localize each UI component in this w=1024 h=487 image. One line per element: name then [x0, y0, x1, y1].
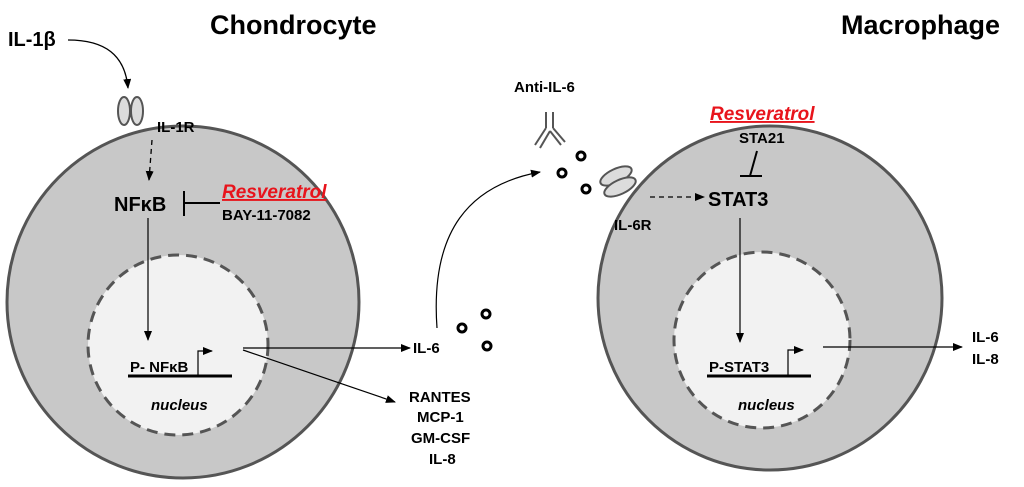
il8-label: IL-8	[429, 451, 456, 468]
nfkb-promoter-arrow	[197, 347, 213, 376]
resveratrol-left-label: Resveratrol	[222, 182, 327, 203]
il6-molecules-icon	[456, 308, 493, 352]
bay-label: BAY-11-7082	[222, 207, 311, 224]
nfkb-label: NFκB	[114, 194, 166, 216]
stat3-promoter-arrow	[787, 346, 804, 376]
nucleus-left-label: nucleus	[151, 397, 208, 414]
stat3-label: STAT3	[708, 189, 768, 211]
nucleus-right-label: nucleus	[738, 397, 795, 414]
il1r-to-nfkb-arrow	[145, 139, 154, 181]
p-stat3-label: P-STAT3	[709, 359, 769, 376]
stat3-inhibition-line	[749, 150, 758, 177]
resveratrol-right-label: Resveratrol	[710, 104, 815, 125]
il6-label: IL-6	[413, 340, 440, 357]
il1b-label: IL-1β	[8, 29, 56, 51]
il6-receptor-icon	[599, 165, 637, 198]
gmcsf-label: GM-CSF	[411, 430, 470, 447]
il1r-label: IL-1R	[157, 119, 195, 136]
il1-receptor-icon	[117, 96, 144, 126]
chondrocyte-nucleus	[86, 253, 270, 437]
macrophage-il8-output: IL-8	[972, 351, 999, 368]
rantes-label: RANTES	[409, 389, 471, 406]
il6-secretion-arrow	[435, 169, 541, 329]
chondrocyte-title: Chondrocyte	[210, 10, 377, 40]
il1b-arrow	[67, 39, 132, 89]
p-nfkb-label: P- NFκB	[130, 359, 189, 376]
il6r-label: IL-6R	[614, 217, 652, 234]
il6-bound-molecules-icon	[556, 150, 592, 195]
anti-il6-label: Anti-IL-6	[514, 79, 575, 96]
to-chemokines-arrow	[242, 349, 396, 403]
macrophage-nucleus	[672, 250, 852, 430]
macrophage-title: Macrophage	[841, 10, 1000, 40]
mcp1-label: MCP-1	[417, 409, 464, 426]
sta21-label: STA21	[739, 130, 785, 147]
macrophage-il6-output: IL-6	[972, 329, 999, 346]
anti-il6-antibody-icon	[534, 112, 566, 149]
